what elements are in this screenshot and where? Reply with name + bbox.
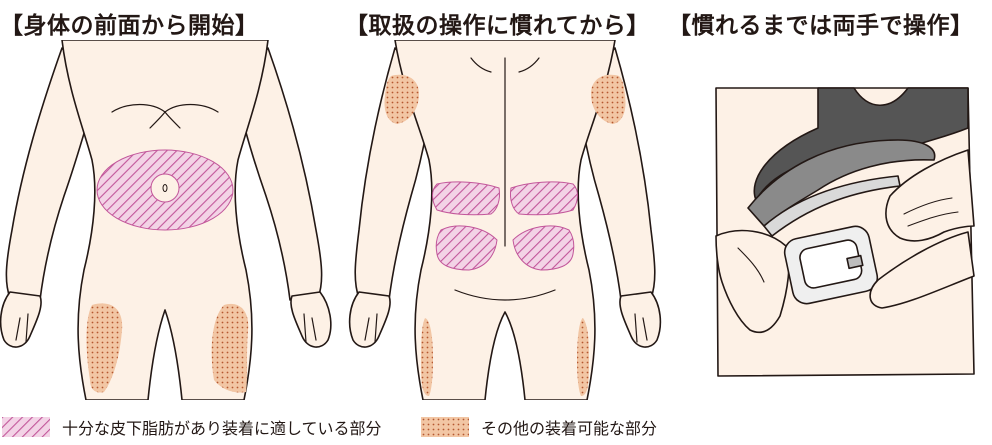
navel-area (151, 174, 179, 202)
back-panel: 【取扱の操作に慣れてから】 (345, 0, 670, 400)
front-right-thigh-area (212, 304, 249, 393)
legend-other: その他の装着可能な部分 (421, 414, 657, 440)
front-left-hand (1, 292, 41, 347)
hatch-swatch (2, 417, 50, 437)
back-left-hand (350, 292, 390, 347)
hands-figure (668, 40, 992, 400)
back-body-figure (345, 40, 670, 400)
front-panel: 【身体の前面から開始】 (0, 0, 335, 400)
front-heading: 【身体の前面から開始】 (0, 6, 259, 40)
back-heading: 【取扱の操作に慣れてから】 (345, 6, 650, 40)
dots-swatch (421, 417, 469, 437)
front-right-hand (291, 292, 331, 347)
back-upper-left-area (433, 182, 500, 215)
back-upper-right-area (510, 182, 577, 215)
hands-heading: 【慣れるまでは両手で操作】 (668, 6, 974, 40)
legend-suitable-label: 十分な皮下脂肪があり装着に適している部分 (62, 415, 382, 439)
legend-other-label: その他の装着可能な部分 (481, 415, 657, 439)
legend-suitable: 十分な皮下脂肪があり装着に適している部分 (2, 414, 382, 440)
front-body-figure (0, 40, 335, 400)
back-right-hand (620, 292, 660, 347)
hands-panel: 【慣れるまでは両手で操作】 (668, 0, 992, 400)
